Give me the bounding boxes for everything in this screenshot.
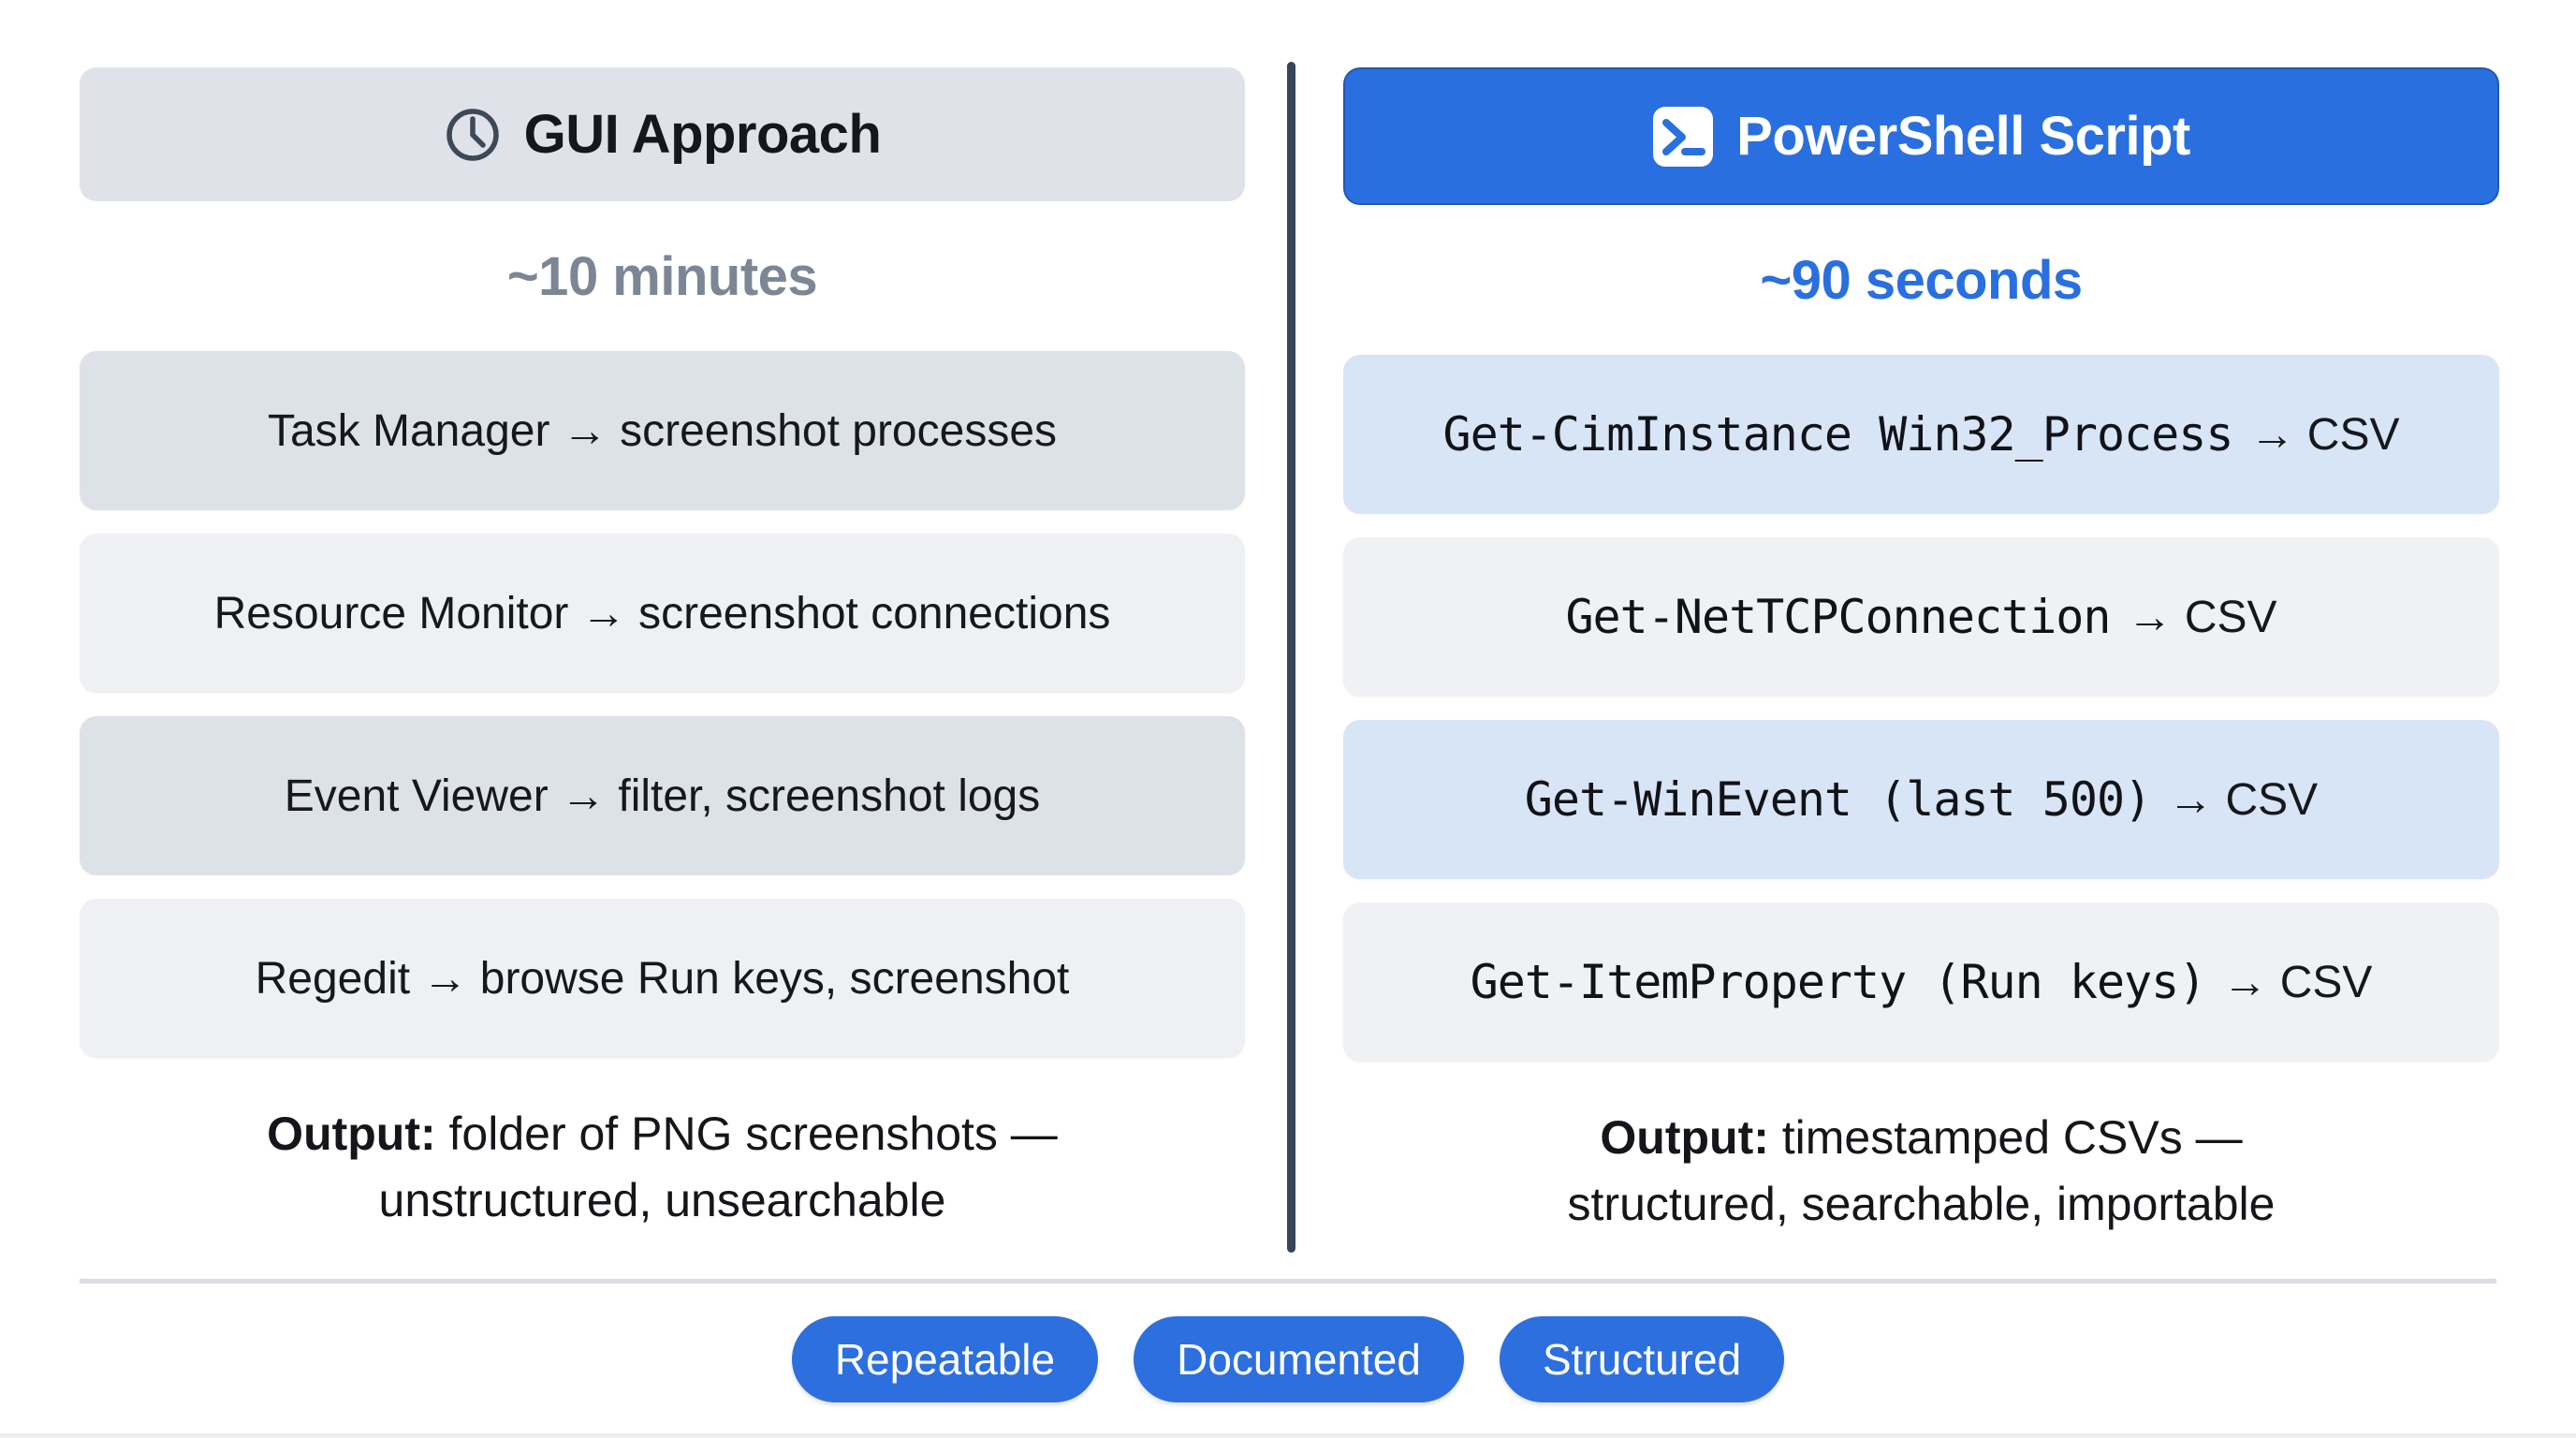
powershell-command: Get-NetTCPConnection → CSV: [1343, 537, 2499, 697]
command-suffix: → CSV: [2168, 774, 2319, 825]
powershell-column: PowerShell Script ~90 seconds Get-CimIns…: [1343, 67, 2499, 1238]
gui-header-label: GUI Approach: [523, 104, 882, 165]
powershell-output-text: Output: timestamped CSVs — structured, se…: [1343, 1105, 2499, 1238]
command-code: Get-NetTCPConnection: [1565, 590, 2111, 644]
command-code: Get-ItemProperty (Run keys): [1470, 955, 2207, 1009]
powershell-header-label: PowerShell Script: [1736, 106, 2190, 167]
gui-steps-list: Task Manager → screenshot processes Reso…: [80, 351, 1245, 1058]
command-code: Get-WinEvent (last 500): [1524, 772, 2152, 827]
gui-output-line1: folder of PNG screenshots —: [435, 1108, 1058, 1160]
powershell-time-estimate: ~90 seconds: [1760, 250, 2083, 311]
gui-step: Event Viewer → filter, screenshot logs: [80, 716, 1245, 875]
gui-step: Resource Monitor → screenshot connection…: [80, 534, 1245, 693]
gui-time-estimate: ~10 minutes: [506, 246, 818, 307]
clock-icon: [444, 106, 502, 164]
benefit-pill-documented: Documented: [1134, 1316, 1464, 1402]
gui-step-label: Resource Monitor → screenshot connection…: [213, 588, 1111, 638]
powershell-header: PowerShell Script: [1343, 67, 2499, 205]
gui-step: Task Manager → screenshot processes: [80, 351, 1245, 510]
powershell-output-line2: structured, searchable, importable: [1567, 1178, 2276, 1230]
command-suffix: → CSV: [2249, 409, 2400, 460]
gui-step-label: Regedit → browse Run keys, screenshot: [255, 953, 1070, 1004]
powershell-command: Get-CimInstance Win32_Process → CSV: [1343, 355, 2499, 514]
gui-output-line2: unstructured, unsearchable: [378, 1174, 946, 1226]
gui-step-label: Event Viewer → filter, screenshot logs: [284, 770, 1041, 821]
command-suffix: → CSV: [2127, 592, 2277, 642]
powershell-terminal-icon: [1652, 106, 1714, 168]
benefit-pill-repeatable: Repeatable: [791, 1316, 1099, 1402]
powershell-command: Get-WinEvent (last 500) → CSV: [1343, 720, 2499, 879]
column-divider: [1287, 62, 1295, 1253]
gui-step-label: Task Manager → screenshot processes: [267, 405, 1058, 456]
powershell-output-line1: timestamped CSVs —: [1768, 1111, 2243, 1164]
powershell-commands-list: Get-CimInstance Win32_Process → CSV Get-…: [1343, 355, 2499, 1062]
powershell-output-label: Output:: [1600, 1111, 1769, 1164]
gui-step: Regedit → browse Run keys, screenshot: [80, 899, 1245, 1058]
gui-output-label: Output:: [267, 1108, 436, 1160]
gui-header: GUI Approach: [80, 67, 1245, 201]
gui-output-text: Output: folder of PNG screenshots — unstr…: [80, 1101, 1245, 1234]
benefit-pills: Repeatable Documented Structured: [0, 1316, 2576, 1402]
gui-column: GUI Approach ~10 minutes Task Manager → …: [80, 67, 1245, 1234]
benefit-pill-structured: Structured: [1499, 1316, 1785, 1402]
bottom-divider: [80, 1279, 2496, 1284]
command-code: Get-CimInstance Win32_Process: [1442, 407, 2233, 462]
powershell-command: Get-ItemProperty (Run keys) → CSV: [1343, 902, 2499, 1062]
bottom-edge-strip: [0, 1433, 2576, 1438]
command-suffix: → CSV: [2222, 957, 2373, 1007]
